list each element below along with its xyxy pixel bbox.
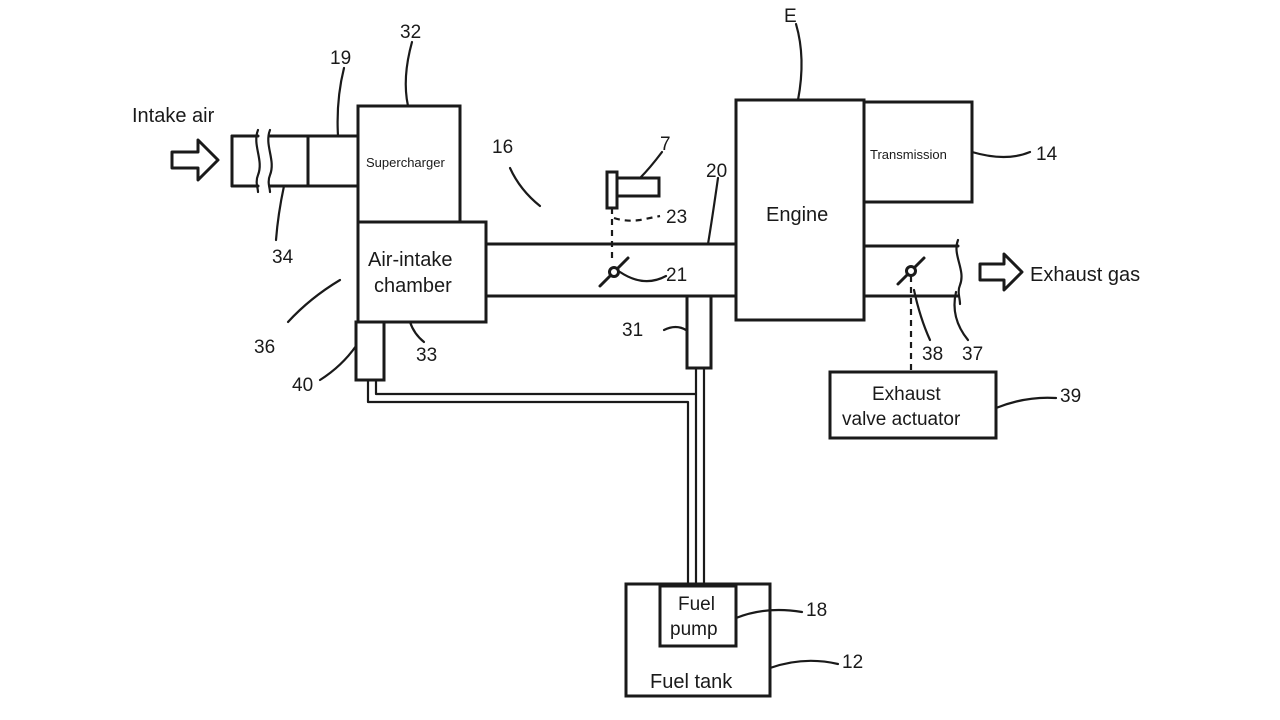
intake-duct (230, 128, 360, 194)
ref-23: 23 (666, 207, 687, 228)
ref-38: 38 (922, 344, 943, 365)
leader-lines (274, 22, 1058, 670)
ref-16: 16 (492, 137, 513, 158)
engine-box (734, 98, 866, 322)
ref-34: 34 (272, 247, 294, 268)
exhaust-valve-actuator-label-1: Exhaust (872, 384, 941, 405)
fuel-injector-31 (685, 294, 713, 370)
ref-33: 33 (416, 345, 437, 366)
exhaust-passage (862, 238, 963, 306)
ref-31: 31 (622, 320, 643, 341)
engine-label: Engine (766, 204, 828, 226)
air-intake-chamber-label-1: Air-intake (368, 249, 452, 271)
ref-19: 19 (330, 48, 351, 69)
supercharger-label: Supercharger (366, 155, 445, 170)
ref-39: 39 (1060, 386, 1081, 407)
fuel-pipe (366, 366, 706, 586)
ref-14: 14 (1036, 144, 1058, 165)
throttle-valve (598, 256, 630, 288)
ref-12: 12 (842, 652, 863, 673)
ref-36: 36 (254, 337, 275, 358)
transmission-label: Transmission (870, 147, 947, 162)
ref-40: 40 (292, 375, 313, 396)
exhaust-valve-actuator-label-2: valve actuator (842, 409, 961, 430)
air-intake-chamber-box (356, 220, 488, 324)
exhaust-valve (896, 256, 926, 286)
intake-air-arrow (170, 138, 220, 182)
fuel-tank-label: Fuel tank (650, 671, 733, 693)
ref-32: 32 (400, 22, 421, 43)
ref-20: 20 (706, 161, 727, 182)
transmission-box (862, 100, 974, 204)
intake-air-label: Intake air (132, 105, 215, 127)
ref-E: E (784, 6, 797, 27)
fuel-pump-box (658, 584, 738, 648)
fuel-pump-label-2: pump (670, 619, 718, 640)
fuel-component-40 (354, 320, 386, 382)
exhaust-valve-actuator-box (828, 370, 998, 440)
exhaust-gas-arrow (978, 252, 1024, 292)
link-23-leader (613, 214, 661, 222)
fuel-pump-label-1: Fuel (678, 594, 715, 615)
ref-18: 18 (806, 600, 827, 621)
air-intake-chamber-label-2: chamber (374, 275, 452, 297)
ref-37: 37 (962, 344, 983, 365)
exhaust-gas-label: Exhaust gas (1030, 264, 1140, 286)
ref-7: 7 (660, 134, 671, 155)
ref-21: 21 (666, 265, 687, 286)
throttle-actuator (605, 170, 661, 210)
